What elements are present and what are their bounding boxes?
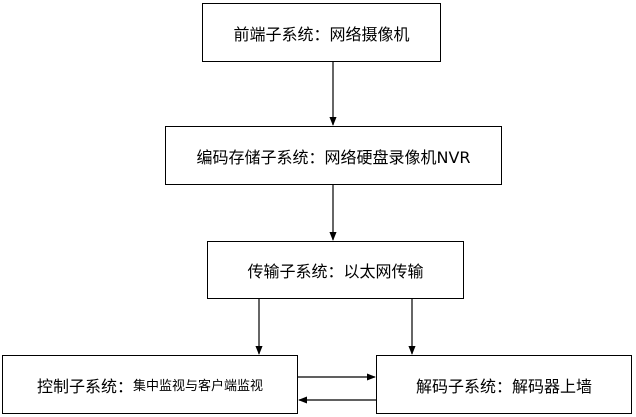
control-subsystem-detail: 集中监视与客户端监视 [133, 379, 264, 394]
storage-subsystem-box: 编码存储子系统：网络硬盘录像机NVR [165, 126, 502, 185]
front-end-subsystem-box: 前端子系统：网络摄像机 [202, 3, 441, 62]
control-subsystem-box: 控制子系统： 集中监视与客户端监视 [2, 355, 298, 414]
storage-subsystem-label: 编码存储子系统：网络硬盘录像机NVR [196, 147, 471, 167]
decoder-subsystem-box: 解码子系统：解码器上墙 [376, 355, 632, 414]
front-end-subsystem-label: 前端子系统：网络摄像机 [233, 24, 410, 44]
transmission-subsystem-label: 传输子系统：以太网传输 [247, 262, 424, 281]
transmission-subsystem-box: 传输子系统：以太网传输 [207, 241, 464, 299]
decoder-subsystem-label: 解码子系统：解码器上墙 [415, 376, 592, 396]
control-subsystem-label: 控制子系统： [36, 376, 133, 396]
